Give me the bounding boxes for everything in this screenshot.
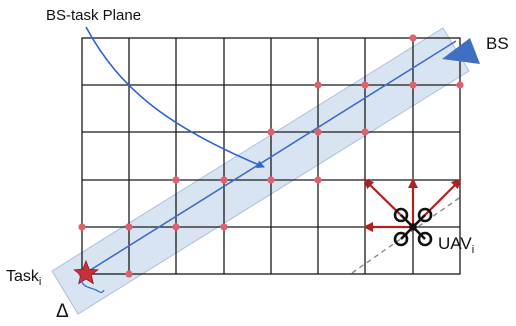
- task-label-main: Task: [6, 268, 40, 285]
- waypoint-dot: [220, 176, 228, 184]
- waypoint-dot: [409, 34, 417, 42]
- waypoint-dot: [314, 128, 322, 136]
- task-star-icon: [73, 259, 99, 285]
- waypoint-dot: [314, 176, 322, 184]
- waypoint-dot: [267, 128, 275, 136]
- bs-label: BS: [486, 34, 509, 53]
- waypoint-dot: [220, 223, 228, 231]
- waypoint-dot: [409, 81, 417, 89]
- bs-task-plane-band: [51, 27, 470, 315]
- uav-direction-arrows: [363, 178, 462, 232]
- waypoint-dot: [314, 81, 322, 89]
- task-label-subscript: i: [39, 276, 41, 288]
- waypoint-dot: [456, 81, 464, 89]
- plane-label: BS-task Plane: [46, 7, 141, 24]
- waypoint-dot: [361, 81, 369, 89]
- uav-label-main: UAV: [438, 234, 472, 253]
- uav-label: UAVi: [438, 234, 474, 256]
- bs-triangle-icon: [442, 38, 480, 64]
- uav-quadcopter-icon: [393, 207, 433, 247]
- waypoint-dot: [172, 176, 180, 184]
- trajectory-line: [83, 40, 457, 275]
- waypoint-dot: [172, 223, 180, 231]
- delta-bracket: [80, 277, 105, 293]
- task-label: Taski: [6, 268, 41, 288]
- waypoint-dot: [125, 270, 133, 278]
- plane-pointer-arrow: [85, 26, 265, 169]
- delta-label: Δ: [56, 301, 69, 322]
- waypoint-dot: [78, 223, 86, 231]
- waypoint-dot: [125, 223, 133, 231]
- waypoint-dot: [361, 128, 369, 136]
- waypoints: [78, 34, 464, 278]
- waypoint-dot: [267, 176, 275, 184]
- uav-label-subscript: i: [472, 244, 474, 256]
